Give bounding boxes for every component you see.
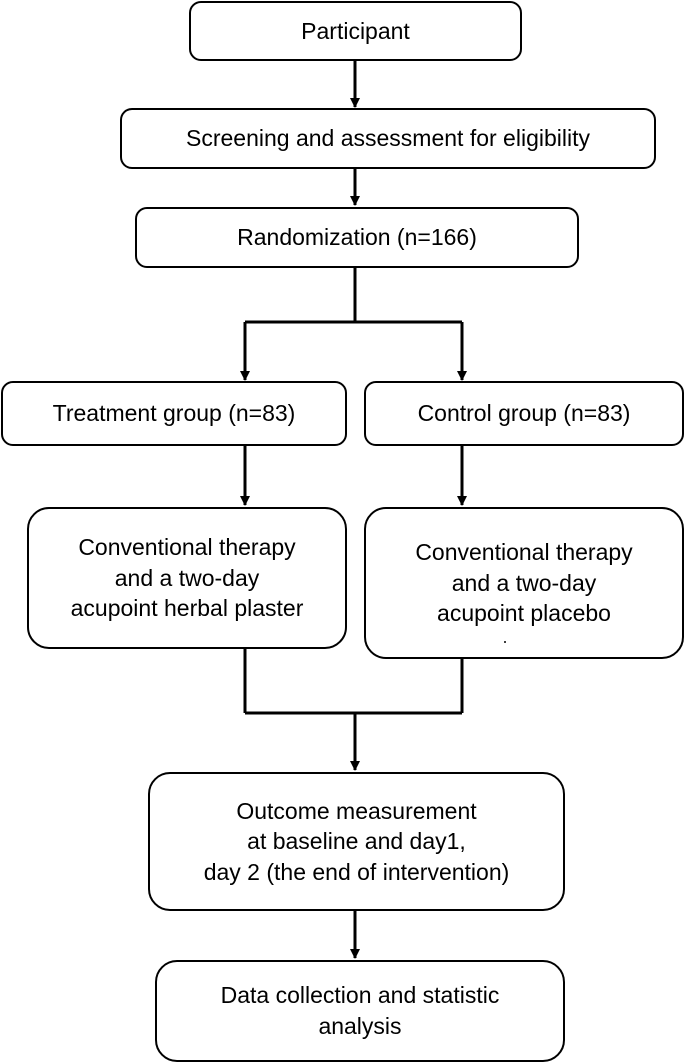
treatment-group-label: Treatment group (n=83): [52, 400, 296, 427]
participant-label: Participant: [301, 17, 410, 44]
data-collection-line1: Data collection and statistic: [220, 982, 500, 1009]
screening-box: Screening and assessment for eligibility: [120, 108, 656, 169]
control-intervention-line2: and a two-day: [451, 569, 597, 596]
stray-dot-mark: [504, 641, 506, 643]
outcome-line3: day 2 (the end of intervention): [203, 858, 510, 885]
data-collection-box: Data collection and statistic analysis: [155, 960, 565, 1062]
randomization-box: Randomization (n=166): [135, 207, 579, 268]
control-intervention-box: Conventional therapy and a two-day acupo…: [364, 507, 684, 659]
outcome-box: Outcome measurement at baseline and day1…: [148, 772, 565, 911]
treatment-intervention-line2: and a two-day: [114, 564, 260, 591]
control-group-box: Control group (n=83): [364, 381, 684, 446]
control-intervention-line3: acupoint placebo: [437, 600, 611, 627]
control-intervention-line1: Conventional therapy: [415, 539, 633, 566]
participant-box: Participant: [189, 1, 522, 61]
data-collection-line2: analysis: [318, 1013, 402, 1039]
outcome-line1: Outcome measurement: [236, 797, 477, 824]
control-group-label: Control group (n=83): [417, 400, 631, 427]
treatment-group-box: Treatment group (n=83): [1, 381, 347, 446]
outcome-line2: at baseline and day1,: [247, 828, 466, 855]
randomization-label: Randomization (n=166): [237, 224, 477, 251]
treatment-intervention-line3: acupoint herbal plaster: [70, 595, 304, 622]
screening-label: Screening and assessment for eligibility: [186, 125, 590, 152]
treatment-intervention-box: Conventional therapy and a two-day acupo…: [27, 507, 347, 649]
treatment-intervention-line1: Conventional therapy: [78, 534, 296, 561]
